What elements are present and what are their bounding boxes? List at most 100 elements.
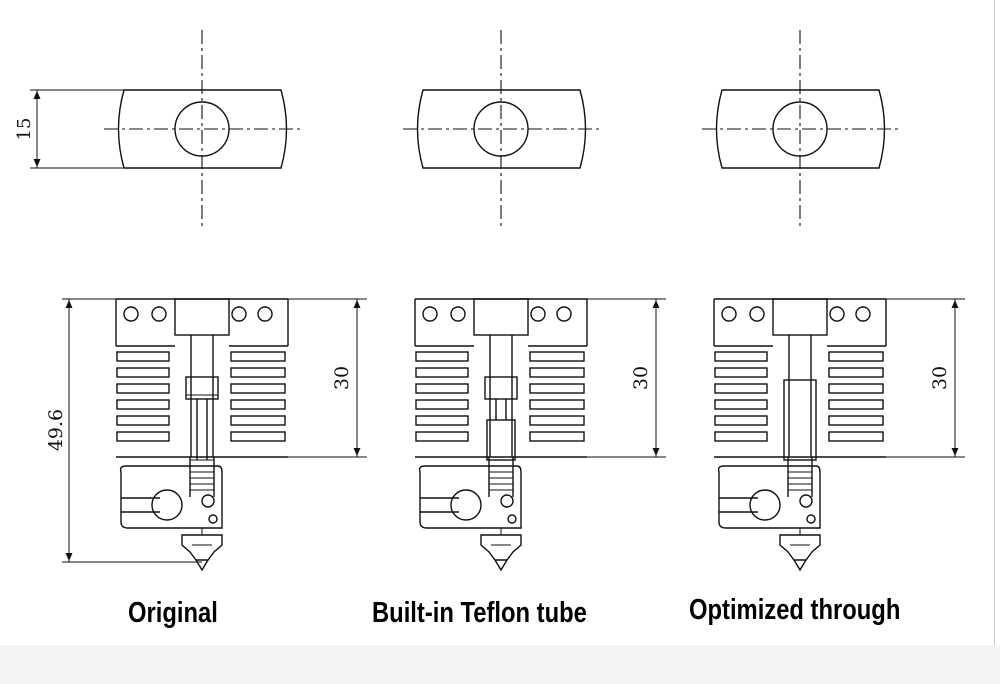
fin-right [529,399,585,410]
fin-right [828,383,884,394]
mount-hole-icon [151,306,167,322]
fin-left [116,399,170,410]
fin-left [415,431,469,442]
heater-block [717,465,821,529]
mount-hole-icon [422,306,438,322]
tube-collar [185,376,219,400]
block-slot [121,497,160,513]
dimension-arrow [951,300,959,308]
mount-hole-icon [257,306,273,322]
fin-left [116,383,170,394]
screw-hole [208,514,218,524]
fin-right [828,367,884,378]
fin-right [828,399,884,410]
dimension-arrow [65,300,73,308]
nozzle-tip [195,559,209,572]
fin-left [116,367,170,378]
coupler-cap [772,298,828,336]
thermistor-hole [799,494,813,508]
dimension-label-49-6: 49.6 [45,409,67,451]
fin-left [714,431,768,442]
fin-right [230,351,286,362]
fin-left [415,351,469,362]
dimension-arrow [652,448,660,456]
dimension-heatsink-height: 30 [886,298,965,458]
bottom-band [0,645,1000,684]
heater-cartridge-bore [450,489,482,521]
fin-left [415,383,469,394]
fin-right [828,351,884,362]
dimension-arrow [652,300,660,308]
fin-right [230,431,286,442]
side-view-original: 30 [115,298,367,572]
fin-left [415,415,469,426]
side-view-teflon: 30 [414,298,666,572]
nozzle-hex [181,534,223,561]
coupler-cap [473,298,529,336]
teflon-tube [486,419,516,461]
fin-left [714,351,768,362]
fin-right [230,367,286,378]
mount-hole-icon [749,306,765,322]
thermistor-hole [201,494,215,508]
screw-hole [507,514,517,524]
dimension-arrow [353,300,361,308]
nozzle-hex [779,534,821,561]
top-view-original: 15 [14,30,302,230]
side-view-through: 30 [713,298,965,572]
dimension-heatsink-height: 30 [587,298,666,458]
heater-cartridge-bore [151,489,183,521]
mount-hole-icon [123,306,139,322]
fin-left [116,351,170,362]
fin-right [529,383,585,394]
heater-block [119,465,223,529]
frame-edge [994,0,995,645]
fin-right [529,415,585,426]
block-outline [416,89,587,169]
caption-original: Original [128,597,218,629]
mount-hole-icon [855,306,871,322]
fin-right [529,351,585,362]
coupler-cap [174,298,230,336]
dimension-block-height: 15 [14,89,124,169]
fin-left [714,383,768,394]
fin-left [714,367,768,378]
mount-hole-icon [721,306,737,322]
block-slot [420,497,459,513]
heater-cartridge-bore [749,489,781,521]
dimension-label-30: 30 [630,366,652,390]
fin-right [230,399,286,410]
fin-left [714,399,768,410]
dimension-total-height: 49.6 [45,298,202,563]
dimension-arrow [353,448,361,456]
nozzle-hex [480,534,522,561]
fin-left [116,415,170,426]
nozzle-tip [793,559,807,572]
heater-block [418,465,522,529]
screw-hole [806,514,816,524]
dimension-arrow [33,91,41,99]
block-outline [715,89,886,169]
dimension-label-30: 30 [929,366,951,390]
dimension-label-30: 30 [331,366,353,390]
fin-right [529,431,585,442]
fin-left [116,431,170,442]
mount-hole-icon [829,306,845,322]
nozzle-tip [494,559,508,572]
dimension-arrow [33,159,41,167]
block-slot [719,497,758,513]
caption-built-in-teflon-tube: Built-in Teflon tube [372,597,587,629]
fin-left [415,399,469,410]
thermistor-hole [500,494,514,508]
fin-left [415,367,469,378]
dimension-arrow [65,553,73,561]
mount-hole-icon [530,306,546,322]
dimension-label-15: 15 [14,118,35,141]
dimension-heatsink-height: 30 [288,298,367,458]
fin-left [714,415,768,426]
mount-hole-icon [231,306,247,322]
fin-right [828,431,884,442]
fin-right [828,415,884,426]
dimension-arrow [951,448,959,456]
